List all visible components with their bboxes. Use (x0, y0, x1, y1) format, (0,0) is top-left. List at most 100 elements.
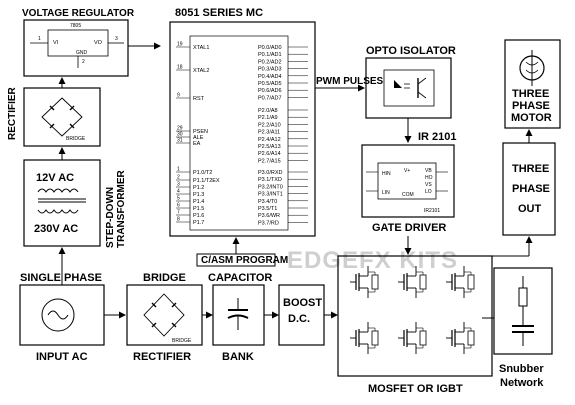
bridge-rectifier-label: RECTIFIER (133, 351, 191, 363)
mosfet-icon (350, 266, 379, 298)
motor-label-2: PHASE (512, 100, 550, 112)
mc-pin-right: P0.2/AD2 (258, 59, 282, 65)
ir-pin-lo: LO (425, 189, 432, 195)
transformer-label: TRANSFORMER (116, 169, 127, 248)
mc-pin-left: P1.1/T2EX (193, 178, 220, 184)
three-phase-out-1: THREE (512, 163, 549, 175)
mc-pin-right: P0.3/AD3 (258, 67, 282, 73)
regulator-pin3: 3 (115, 36, 118, 42)
mc-pin-right: P2.4/A12 (258, 137, 281, 143)
mc-pin-number: 8 (177, 217, 180, 223)
mosfet-block (337, 255, 493, 377)
gate-driver-label: GATE DRIVER (372, 222, 446, 234)
mc-pin-right: P2.2/A10 (258, 122, 281, 128)
opto-label: OPTO ISOLATOR (366, 45, 456, 57)
led-icon (394, 80, 402, 88)
mc-pin-right: P3.7/RD (258, 220, 279, 226)
ir-pin-lin: LIN (382, 190, 390, 196)
voltage-regulator-block (23, 19, 129, 77)
mc-pin-right: P0.7/AD7 (258, 95, 282, 101)
gate-driver-block (361, 144, 455, 218)
mosfet-icon (398, 266, 427, 298)
pwm-label: PWM PULSES (316, 76, 384, 87)
ir2101-chip (377, 162, 437, 200)
transformer-coil-icon (37, 188, 79, 193)
bridge-rectifier-icon (143, 293, 185, 337)
mosfet-icon (446, 322, 475, 354)
watermark: EDGEFX KITS (287, 247, 458, 274)
mc-pin-right: P2.3/A11 (258, 130, 280, 136)
boost-label: BOOST (283, 297, 322, 309)
mc-pin-number: 4 (177, 189, 180, 195)
three-phase-out-2: PHASE (512, 183, 550, 195)
single-phase-block (19, 284, 105, 346)
boost-dc-label: D.C. (288, 313, 310, 325)
bridge-diodes-icon (41, 97, 83, 137)
mc-pin-right: P0.0/AD0 (258, 45, 282, 51)
regulator-vo: VO (94, 40, 103, 46)
regulator-pin1: 1 (38, 36, 41, 42)
regulator-gnd: GND (76, 50, 88, 56)
ir-pin-vplus: V+ (404, 168, 410, 174)
ir2101-part: IR2101 (424, 208, 440, 214)
mc-pin-left: P1.3 (193, 192, 204, 198)
ir-pin-ho: HO (425, 175, 433, 181)
voltage-regulator-label: VOLTAGE REGULATOR (22, 8, 135, 19)
mc-pin-number: 6 (177, 203, 180, 209)
mosfet-icon (398, 322, 427, 354)
ir-pin-vs: VS (425, 182, 432, 188)
mc-pin-right: P2.0/A8 (258, 108, 278, 114)
mc-pin-right: P3.4/T0 (258, 199, 277, 205)
mc-pin-number: 29 (177, 126, 183, 132)
bank-label: BANK (222, 351, 254, 363)
mc-pin-left: RST (193, 96, 205, 102)
mc-pin-number: 30 (177, 132, 183, 138)
c-asm-label: C/ASM PROGRAM (201, 255, 288, 266)
mc-pin-number: 7 (177, 210, 180, 216)
mc-pin-number: 5 (177, 196, 180, 202)
resistor-icon (518, 287, 528, 307)
opto-chip (383, 69, 435, 107)
motor-label-1: THREE (512, 88, 549, 100)
mc-pin-number: 1 (177, 167, 180, 173)
mc-pin-number: 2 (177, 175, 180, 181)
mc-pin-left: P1.6 (193, 213, 204, 219)
mosfet-icon (350, 322, 379, 354)
mc-pin-left: P1.4 (193, 199, 204, 205)
mc-pin-number: 18 (177, 65, 183, 71)
ir2101-title: IR 2101 (418, 131, 457, 143)
snubber-label: Snubber (499, 363, 544, 375)
mc-pin-left: P1.2 (193, 185, 204, 191)
mc-pin-left: PSEN (193, 129, 208, 135)
mosfet-icon (446, 266, 475, 298)
mc-pin-number: 9 (177, 93, 180, 99)
mc-pin-right: P3.6/WR (258, 213, 280, 219)
mc-title: 8051 SERIES MC (175, 7, 263, 19)
ir-pin-com: COM (402, 192, 414, 198)
mc-pin-right: P3.1/TXD (258, 177, 282, 183)
mc-chip (189, 35, 289, 231)
ac-source-icon (41, 298, 75, 332)
input-ac-label: INPUT AC (36, 351, 88, 363)
mosfet-label: MOSFET OR IGBT (368, 383, 463, 395)
snubber-block (493, 267, 553, 355)
mc-pin-number: 31 (177, 138, 183, 144)
mosfet-switches (350, 266, 475, 354)
mc-pin-left: ALE (193, 135, 204, 141)
capacitor-label: CAPACITOR (208, 272, 272, 284)
rectifier-block (23, 87, 101, 147)
mc-pin-number: 19 (177, 42, 183, 48)
bridge-small-label: BRIDGE (66, 136, 86, 142)
single-phase-label: SINGLE PHASE (20, 272, 102, 284)
mc-pin-left: EA (193, 141, 201, 147)
network-label: Network (500, 377, 544, 389)
regulator-vi: VI (53, 40, 59, 46)
mc-pin-right: P3.3/INT1 (258, 192, 283, 198)
three-phase-out-3: OUT (518, 203, 542, 215)
bridge-top-label: BRIDGE (143, 272, 186, 284)
mc-pin-right: P2.1/A9 (258, 115, 278, 121)
transformer-12v: 12V AC (36, 172, 74, 184)
bridge-small-label-2: BRIDGE (172, 338, 192, 344)
mc-pin-right: P3.5/T1 (258, 206, 277, 212)
